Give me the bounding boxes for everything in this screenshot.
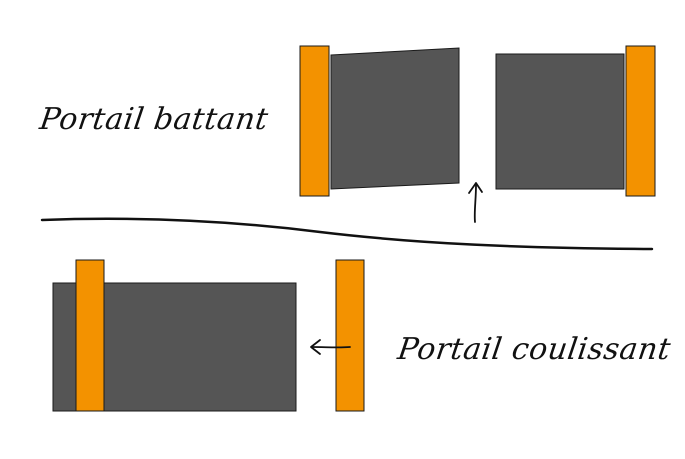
divider-line: [40, 217, 654, 251]
swing-gate-left-leaf: [330, 47, 460, 190]
swing-gate-label: Portail battant: [37, 102, 271, 137]
swing-gate-right-post: [625, 45, 656, 197]
swing-gate: [299, 45, 656, 223]
sliding-gate-post-outer: [335, 259, 365, 412]
sliding-gate: [52, 259, 365, 412]
sliding-gate-label: Portail coulissant: [395, 332, 673, 367]
arrow-left-icon: [310, 339, 351, 355]
swing-gate-left-post: [299, 45, 330, 197]
sliding-gate-post-inner: [75, 259, 105, 412]
arrow-up-icon: [468, 182, 483, 223]
swing-gate-right-leaf: [495, 53, 625, 190]
